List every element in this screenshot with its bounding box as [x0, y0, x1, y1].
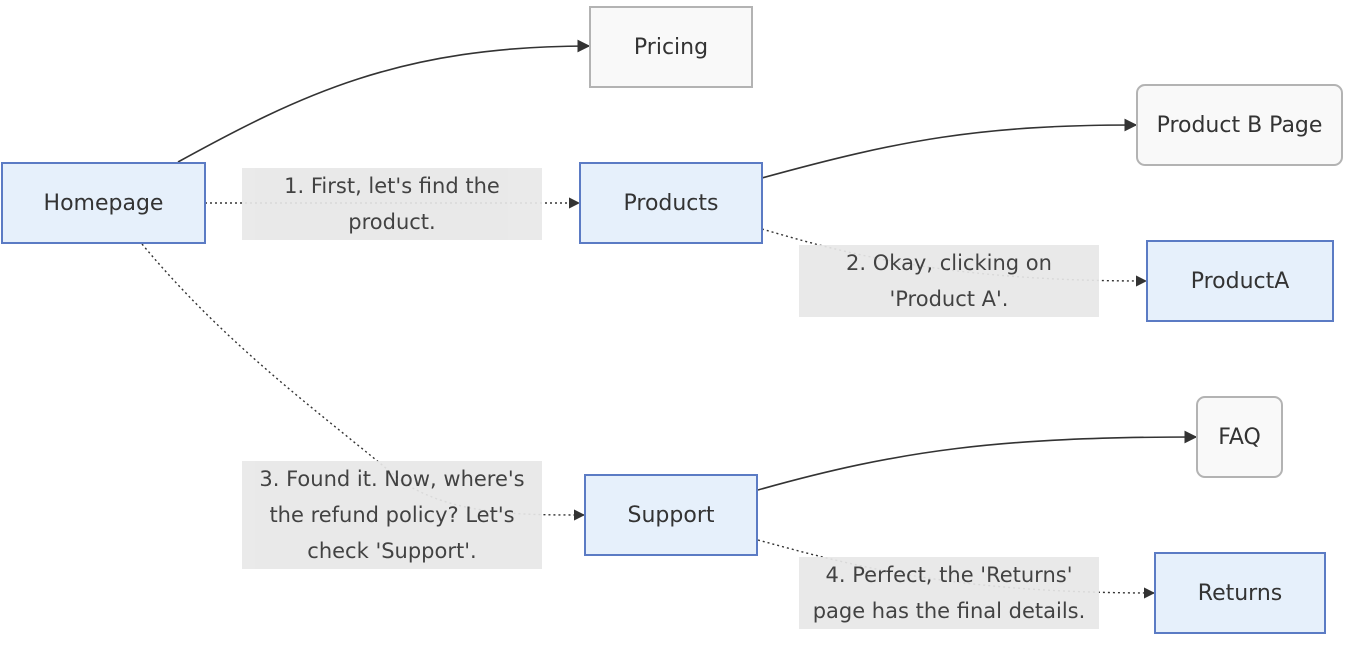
edge-label-step-4: 4. Perfect, the 'Returns' page has the f… — [799, 557, 1099, 629]
node-support[interactable]: Support — [584, 474, 758, 556]
node-returns[interactable]: Returns — [1154, 552, 1326, 634]
node-homepage[interactable]: Homepage — [1, 162, 206, 244]
edge-homepage-pricing — [177, 39, 591, 163]
edge-support-faq — [757, 430, 1198, 491]
node-pricing[interactable]: Pricing — [589, 6, 753, 88]
edge-products-productb — [761, 118, 1138, 179]
edge-label-step-3: 3. Found it. Now, where's the refund pol… — [242, 461, 542, 569]
edge-label-step-2: 2. Okay, clicking on 'Product A'. — [799, 245, 1099, 317]
node-product-a[interactable]: ProductA — [1146, 240, 1334, 322]
node-faq[interactable]: FAQ — [1196, 396, 1283, 478]
node-products[interactable]: Products — [579, 162, 763, 244]
edge-label-step-1: 1. First, let's find the product. — [242, 168, 542, 240]
node-product-b-page[interactable]: Product B Page — [1136, 84, 1343, 166]
